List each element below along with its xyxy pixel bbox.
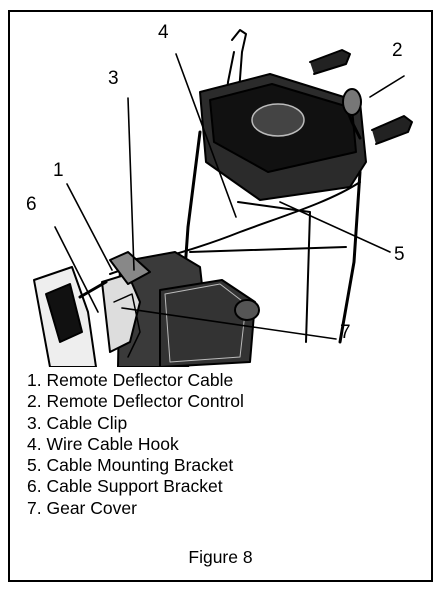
callout-7: 7 (340, 322, 351, 343)
legend-item: 1. Remote Deflector Cable (27, 370, 234, 390)
deflector-control-knob-icon (342, 88, 362, 116)
callout-6: 6 (26, 194, 37, 215)
callout-1: 1 (53, 160, 64, 181)
callout-4: 4 (158, 22, 169, 43)
figure-caption: Figure 8 (188, 547, 253, 567)
legend-item: 2. Remote Deflector Control (27, 391, 244, 412)
figure-frame: 1 2 3 4 5 6 7 1. Remote Deflector Cable … (8, 10, 433, 582)
legend-item: 6. Cable Support Bracket (27, 476, 223, 497)
callout-5: 5 (394, 244, 405, 265)
legend-item: 4. Wire Cable Hook (27, 433, 179, 454)
callout-2: 2 (392, 40, 403, 61)
callout-3: 3 (108, 68, 119, 89)
legend-item: 3. Cable Clip (27, 412, 128, 433)
legend-item: 7. Gear Cover (27, 497, 137, 518)
snow-blower-illustration (33, 29, 413, 367)
parts-legend: 1. Remote Deflector Cable 2. Remote Defl… (27, 370, 244, 519)
right-handle-grip-icon (309, 49, 351, 75)
legend-item: 5. Cable Mounting Bracket (27, 455, 234, 476)
